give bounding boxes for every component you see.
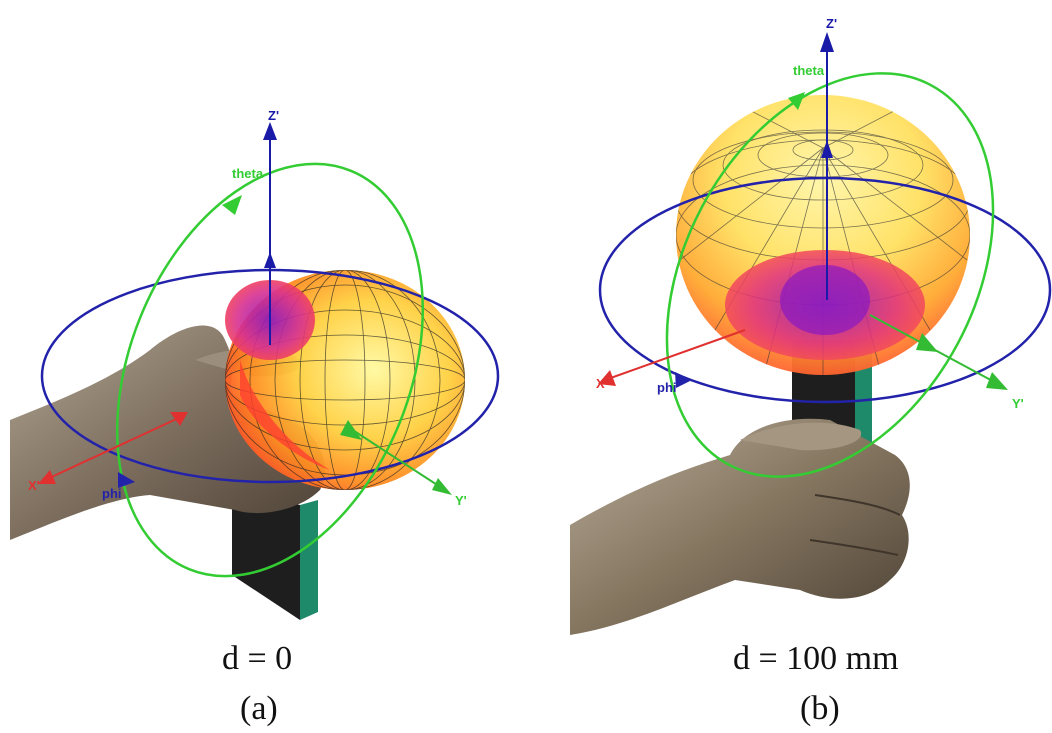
x-axis-label: X' xyxy=(596,376,608,391)
z-axis-label: Z' xyxy=(268,108,279,123)
panel-b-illustration: Z' theta Y' X' phi xyxy=(570,16,1052,635)
y-axis-label: Y' xyxy=(1012,396,1024,411)
caption-b-label: (b) xyxy=(800,690,840,727)
hand xyxy=(570,418,910,635)
panel-a: Z' theta Y' X' phi xyxy=(0,0,530,640)
radiation-pattern xyxy=(676,95,970,375)
z-axis-label: Z' xyxy=(826,16,837,31)
theta-label: theta xyxy=(793,63,825,78)
z-axis xyxy=(263,122,277,345)
panel-b: Z' theta Y' X' phi xyxy=(530,0,1052,640)
phi-ring xyxy=(598,176,1052,404)
phi-arrow xyxy=(118,472,135,488)
y-axis xyxy=(340,420,452,495)
caption-a-label: (a) xyxy=(240,690,278,727)
y-axis-label: Y' xyxy=(455,493,467,508)
radiation-pattern xyxy=(225,270,465,490)
phi-arrow xyxy=(675,372,692,388)
y-axis xyxy=(869,314,1008,390)
device xyxy=(232,490,318,620)
phi-label: phi xyxy=(657,380,677,395)
z-axis xyxy=(820,32,834,300)
caption-a-distance: d = 0 xyxy=(222,640,293,677)
x-axis-label: X' xyxy=(28,478,40,493)
panel-a-illustration: Z' theta Y' X' phi xyxy=(10,108,500,620)
caption-b-distance: d = 100 mm xyxy=(733,640,899,677)
theta-ring xyxy=(115,162,425,578)
x-axis xyxy=(598,329,746,386)
phi-label: phi xyxy=(102,486,122,501)
theta-label: theta xyxy=(232,166,264,181)
x-axis xyxy=(38,412,188,484)
theta-arrow xyxy=(222,195,242,215)
theta-ring xyxy=(665,72,995,478)
theta-arrow xyxy=(788,92,805,110)
